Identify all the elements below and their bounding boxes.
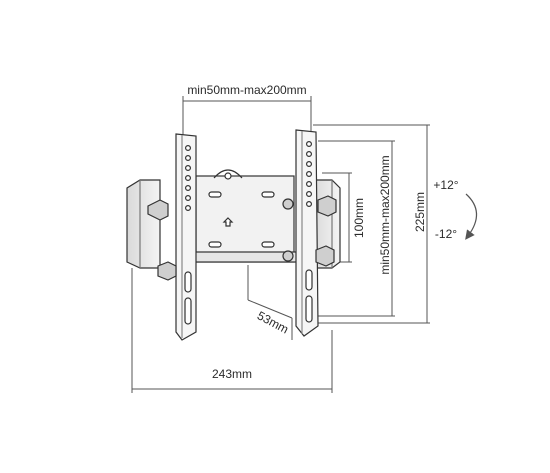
- total-height-label: 225mm: [413, 192, 427, 232]
- vertical-range-label: min50mm-max200mm: [378, 155, 392, 274]
- dimension-lines: [131, 96, 430, 393]
- left-vertical-strap: [147, 133, 197, 341]
- total-width-label: 243mm: [212, 367, 252, 381]
- wall-plate: [126, 169, 341, 269]
- tilt-arrow-icon: [465, 193, 478, 240]
- inner-vertical-label: 100mm: [352, 198, 366, 238]
- tilt-down-label: -12°: [435, 227, 457, 241]
- depth-label: 53mm: [255, 308, 291, 336]
- tilt-up-label: +12°: [433, 178, 458, 192]
- right-vertical-strap: [282, 129, 337, 337]
- top-width-label: min50mm-max200mm: [187, 83, 306, 97]
